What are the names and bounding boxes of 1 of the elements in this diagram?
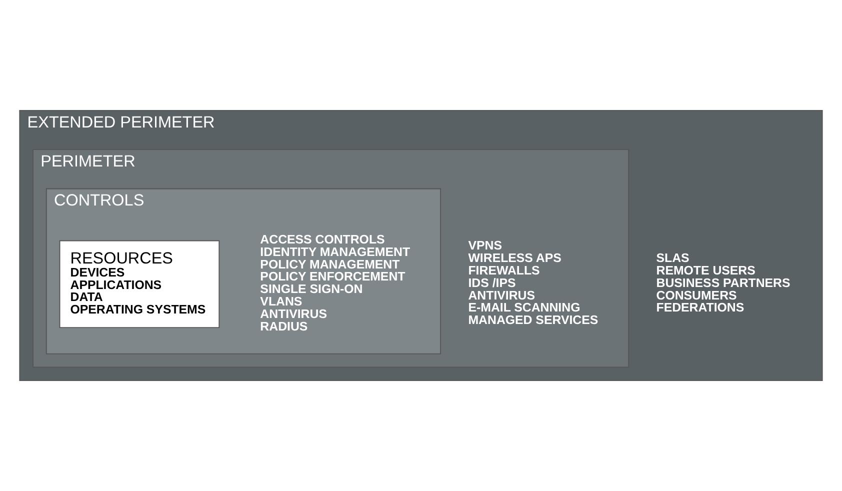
node-box: RESOURCES DEVICES APPLICATIONS DATA OPERATING SYSTEMS — [59, 240, 220, 328]
